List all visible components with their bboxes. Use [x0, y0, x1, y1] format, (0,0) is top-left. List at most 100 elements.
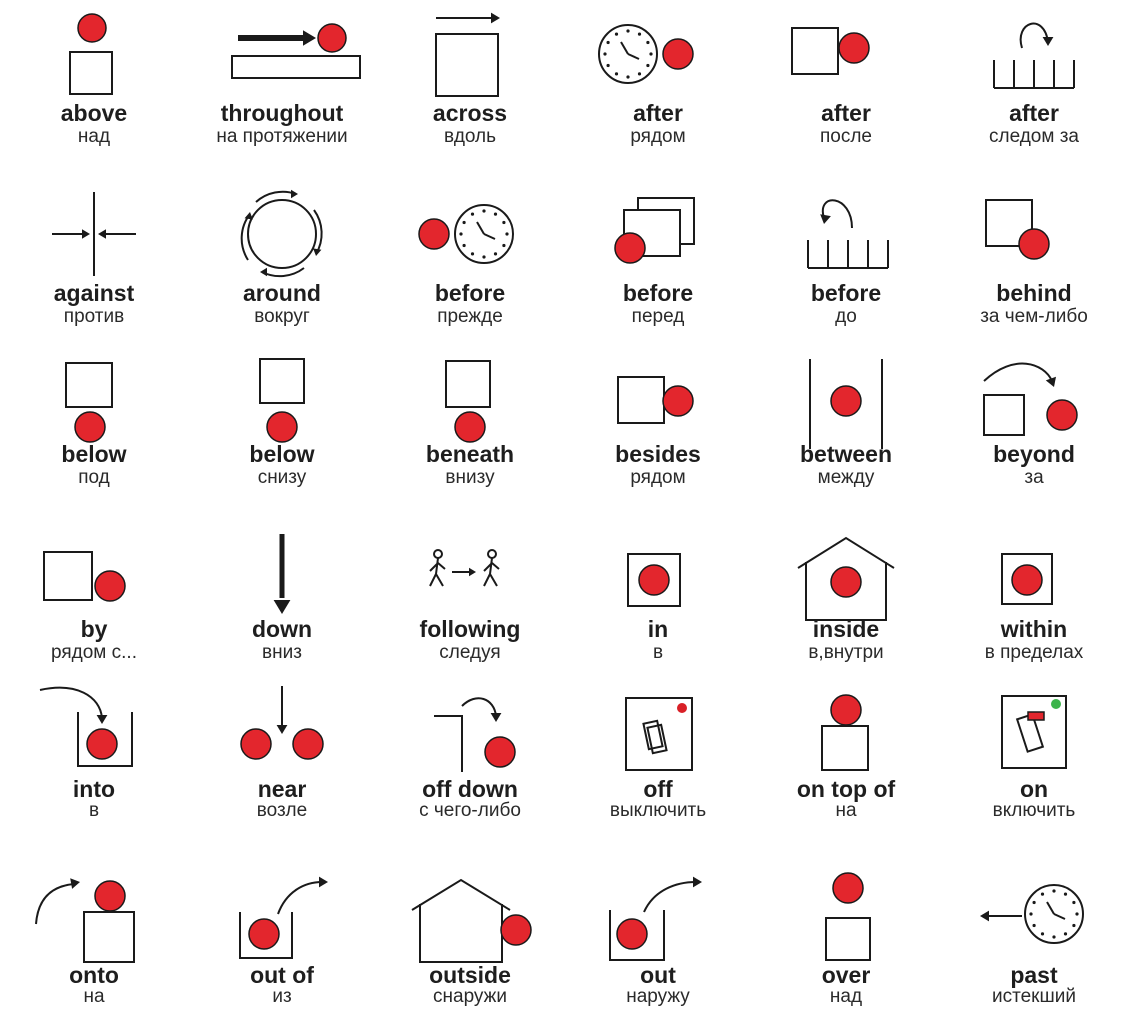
ball-above-box-icon: [69, 13, 113, 95]
russian-label: за: [1024, 467, 1044, 488]
arrow-over-box-icon: [435, 12, 500, 97]
russian-label: вдоль: [443, 126, 497, 147]
english-label: beneath: [425, 441, 515, 467]
two-balls-near-icon: [240, 686, 324, 760]
russian-label: рядом: [630, 126, 686, 147]
ball-off-ledge-icon: [434, 697, 516, 772]
russian-label: из: [272, 986, 292, 1007]
english-label: against: [53, 280, 135, 306]
english-label: onto: [69, 962, 119, 988]
ball-clock-right-icon: [418, 204, 514, 264]
ball-under-box-icon: [65, 362, 113, 443]
russian-label: вниз: [262, 642, 302, 663]
english-label: between: [799, 441, 893, 467]
ball-behind-box-icon: [985, 199, 1050, 260]
russian-label: на: [835, 800, 857, 821]
english-label: beyond: [993, 441, 1075, 467]
ball-inside-house-icon: [797, 536, 895, 621]
english-label: across: [432, 100, 508, 126]
english-label: below: [249, 441, 315, 467]
arrow-down-into-bins-icon: [993, 22, 1075, 89]
english-label: after: [1009, 100, 1059, 126]
english-label: off: [643, 776, 673, 802]
ball-front-of-stack-icon: [614, 197, 695, 264]
russian-label: против: [63, 306, 125, 327]
english-label: below: [61, 441, 127, 467]
russian-label: в пределах: [984, 642, 1084, 663]
russian-label: рядом с...: [51, 642, 137, 663]
russian-label: на протяжении: [216, 126, 348, 147]
russian-label: между: [817, 467, 875, 488]
arrow-down-icon: [273, 534, 291, 614]
arrow-into-container-icon: [39, 686, 133, 767]
english-label: after: [633, 100, 683, 126]
russian-label: перед: [631, 306, 685, 327]
english-label: into: [72, 776, 116, 802]
english-label: on: [1019, 776, 1049, 802]
arrow-beyond-box-icon: [983, 362, 1078, 436]
english-label: before: [622, 280, 694, 306]
english-label: behind: [996, 280, 1072, 306]
english-label: over: [821, 962, 871, 988]
switch-off-icon: [625, 697, 693, 771]
ball-in-box-icon: [627, 553, 681, 607]
english-label: throughout: [220, 100, 344, 126]
english-label: off down: [422, 776, 518, 802]
ball-beneath-box-icon: [445, 360, 491, 443]
arrow-out-container-icon: [609, 876, 702, 961]
english-label: on top of: [796, 776, 896, 802]
ball-beside-box-icon: [617, 376, 694, 424]
russian-label: до: [835, 306, 857, 327]
russian-label: включить: [992, 800, 1076, 821]
russian-label: в,внутри: [808, 642, 884, 663]
russian-label: на: [83, 986, 105, 1007]
arrow-along-bar-icon: [231, 23, 361, 79]
russian-label: рядом: [630, 467, 686, 488]
walking-figures-icon: [429, 549, 500, 587]
english-label: near: [257, 776, 307, 802]
english-label: besides: [615, 441, 701, 467]
russian-label: прежде: [437, 306, 503, 327]
russian-label: за чем-либо: [980, 306, 1088, 327]
english-label: outside: [429, 962, 511, 988]
english-label: inside: [812, 616, 880, 642]
russian-label: возле: [256, 800, 308, 821]
english-label: out: [640, 962, 676, 988]
box-ball-right-icon: [791, 27, 870, 75]
english-label: by: [80, 616, 108, 642]
russian-label: над: [77, 126, 111, 147]
english-label: in: [647, 616, 669, 642]
russian-label: следом за: [988, 126, 1079, 147]
english-label: around: [243, 280, 321, 306]
english-label: down: [251, 616, 313, 642]
ball-outside-house-icon: [411, 878, 532, 963]
russian-label: над: [829, 986, 863, 1007]
russian-label: после: [819, 126, 872, 147]
arrows-against-line-icon: [52, 192, 136, 276]
